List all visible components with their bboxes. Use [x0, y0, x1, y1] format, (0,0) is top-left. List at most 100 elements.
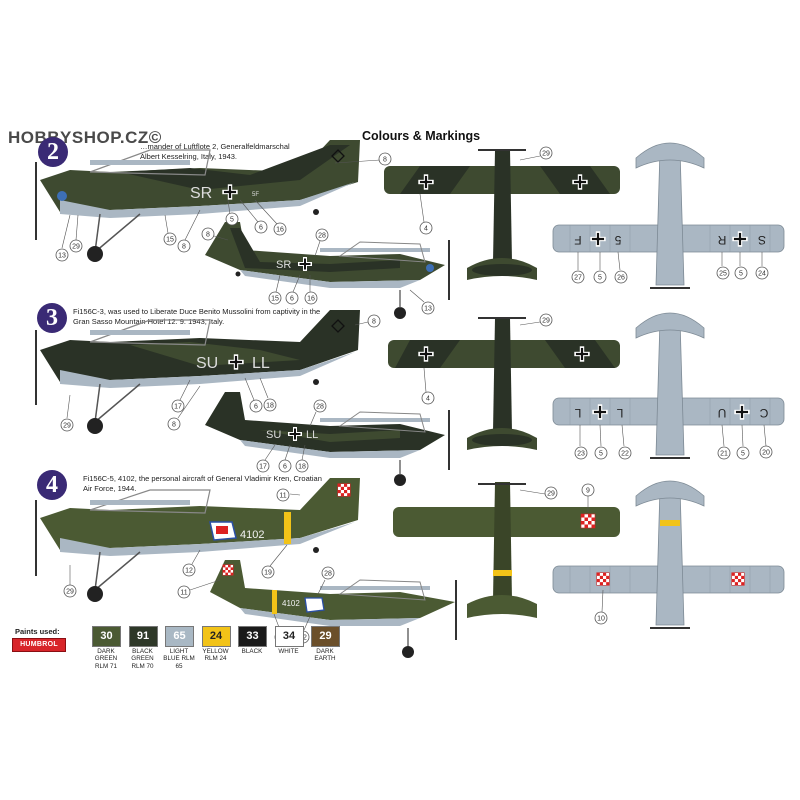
paint-swatch-label: WHITE — [278, 648, 299, 655]
svg-text:5: 5 — [739, 271, 743, 278]
svg-text:13: 13 — [58, 253, 66, 260]
svg-text:SU: SU — [266, 429, 281, 441]
svg-text:6: 6 — [259, 225, 263, 232]
svg-text:6: 6 — [254, 404, 258, 411]
scheme-4-side-code: 4102 — [240, 529, 264, 541]
paint-swatch: 30 — [92, 626, 121, 647]
svg-text:8: 8 — [372, 319, 376, 326]
scheme-3-side-view-small: SU LL — [205, 392, 450, 486]
svg-text:26: 26 — [617, 275, 625, 282]
s2-underwing-code-1: F — [574, 233, 581, 247]
paints-used-label: Paints used: — [15, 627, 60, 636]
svg-text:15: 15 — [271, 296, 279, 303]
svg-text:5: 5 — [230, 217, 234, 224]
svg-text:29: 29 — [542, 318, 550, 325]
svg-text:27: 27 — [574, 275, 582, 282]
svg-text:20: 20 — [762, 450, 770, 457]
scheme-3-badge: 3 — [37, 303, 67, 333]
scheme-3-side-code-left: SU — [196, 355, 218, 372]
scheme-4-caption: Fi156C-5, 4102, the personal aircraft of… — [83, 474, 322, 493]
scheme-2-side-view-small: SR — [205, 222, 450, 319]
svg-text:29: 29 — [542, 151, 550, 158]
svg-text:13: 13 — [424, 306, 432, 313]
paint-swatch: 34 — [274, 626, 304, 647]
scheme-4-bottom-view — [552, 480, 785, 629]
paint-swatch-label: LIGHT BLUE RLM 65 — [163, 648, 195, 670]
s2-underwing-code-4: S — [758, 233, 766, 247]
svg-text:5: 5 — [599, 451, 603, 458]
svg-text:5: 5 — [741, 451, 745, 458]
svg-text:6: 6 — [283, 464, 287, 471]
s2-underwing-code-3: R — [717, 233, 726, 247]
svg-text:29: 29 — [547, 491, 555, 498]
paint-swatch: 29 — [311, 626, 340, 647]
svg-text:8: 8 — [206, 232, 210, 239]
svg-text:29: 29 — [66, 589, 74, 596]
svg-text:LL: LL — [306, 429, 318, 441]
svg-text:SR: SR — [276, 259, 291, 271]
svg-text:4: 4 — [424, 226, 428, 233]
svg-text:28: 28 — [324, 571, 332, 578]
scheme-4-side-view-small: 4102 — [210, 560, 457, 658]
s3-underwing-code-4: C — [759, 406, 768, 420]
svg-text:29: 29 — [63, 423, 71, 430]
svg-text:11: 11 — [180, 590, 187, 597]
paint-swatch-label: DARK EARTH — [314, 648, 336, 663]
s3-underwing-code-2: L — [616, 406, 623, 420]
svg-text:15: 15 — [166, 237, 174, 244]
scheme-2-top-view — [384, 149, 620, 280]
svg-text:28: 28 — [316, 404, 324, 411]
svg-text:9: 9 — [586, 488, 590, 495]
s2-underwing-code-2: 5 — [614, 233, 621, 247]
page-title: Colours & Markings — [362, 129, 481, 143]
scheme-3-top-view — [388, 317, 620, 450]
svg-text:19: 19 — [264, 570, 272, 577]
svg-text:8: 8 — [172, 422, 176, 429]
svg-text:6: 6 — [290, 296, 294, 303]
paint-swatch: 33 — [238, 626, 267, 647]
svg-text:17: 17 — [174, 404, 182, 411]
paint-swatch: 91 — [128, 626, 158, 647]
paint-swatch: 65 — [165, 626, 194, 647]
svg-text:16: 16 — [307, 296, 315, 303]
paint-swatch-label: YELLOW RLM 24 — [202, 648, 229, 663]
callout-markers: 8 5 6 16 15 8 13 29 28 8 15 6 16 13 29 4… — [55, 146, 773, 644]
svg-text:18: 18 — [266, 403, 274, 410]
scheme-3-side-view: SU LL — [35, 310, 360, 434]
svg-text:28: 28 — [318, 233, 326, 240]
svg-text:4: 4 — [426, 396, 430, 403]
scheme-2-side-code: SR — [190, 185, 212, 202]
scheme-2-fin-code: 5F — [252, 192, 259, 198]
svg-text:24: 24 — [758, 271, 766, 278]
scheme-2-side-view: SR 5F — [35, 140, 360, 262]
scheme-4-top-view — [393, 482, 620, 618]
scheme-2-bottom-view: F 5 R S — [552, 142, 785, 289]
svg-text:22: 22 — [621, 451, 629, 458]
svg-text:21: 21 — [720, 451, 728, 458]
paint-swatch-label: DARK GREEN RLM 71 — [94, 648, 118, 670]
svg-text:10: 10 — [597, 616, 605, 623]
svg-text:8: 8 — [182, 244, 186, 251]
svg-text:23: 23 — [577, 451, 585, 458]
svg-text:5: 5 — [598, 275, 602, 282]
svg-text:12: 12 — [185, 568, 193, 575]
scheme-2-badge: 2 — [38, 137, 68, 167]
paint-swatch: 24 — [201, 626, 231, 647]
svg-text:8: 8 — [383, 157, 387, 164]
svg-text:29: 29 — [72, 244, 80, 251]
scheme-3-side-code-right: LL — [252, 355, 270, 372]
scheme-3-bottom-view: L L U C — [552, 312, 785, 459]
paint-swatch-label: BLACK GREEN RLM 70 — [131, 648, 154, 670]
svg-text:18: 18 — [298, 464, 306, 471]
s3-underwing-code-3: U — [718, 406, 727, 420]
svg-text:11: 11 — [279, 493, 286, 500]
svg-text:25: 25 — [719, 271, 727, 278]
scheme-4-badge: 4 — [37, 470, 67, 500]
scheme-2-caption: …mander of Luftflote 2, Generalfeldmarsc… — [140, 142, 290, 161]
paint-swatch-label: BLACK — [241, 648, 263, 655]
humbrol-logo: HUMBROL — [12, 638, 66, 652]
scheme-4-side-view: 4102 — [35, 478, 360, 602]
svg-text:16: 16 — [276, 227, 284, 234]
svg-text:17: 17 — [259, 464, 267, 471]
